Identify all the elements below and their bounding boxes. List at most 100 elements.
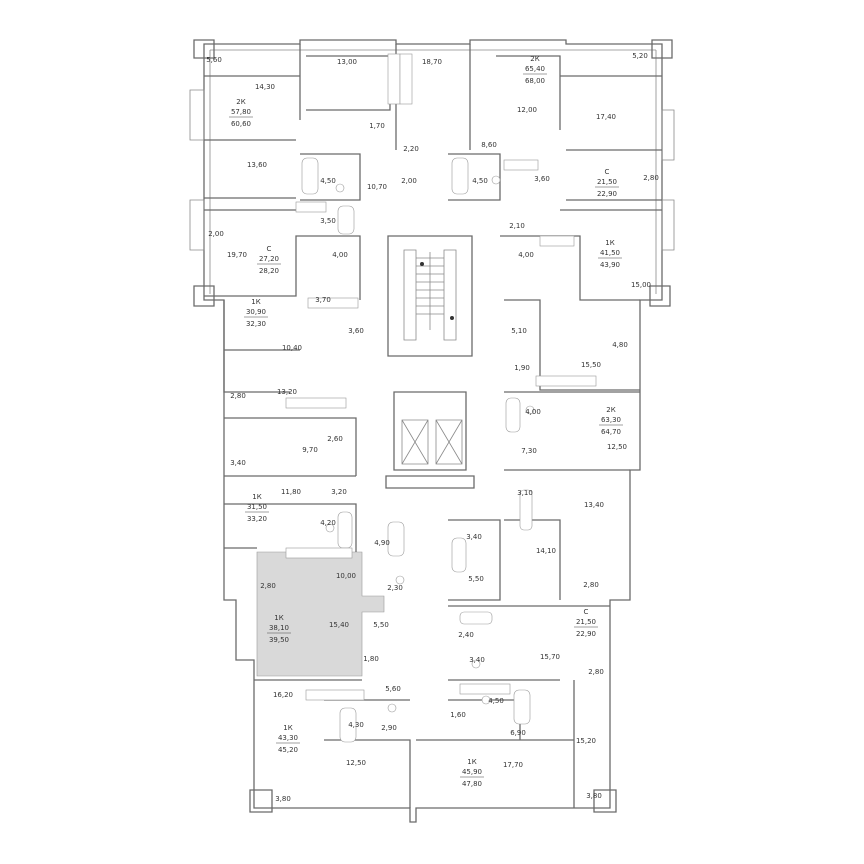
room-area-label: 13,00: [337, 58, 357, 66]
room-area-label: 5,60: [206, 56, 222, 64]
room-area-label: 2,80: [643, 174, 659, 182]
room-area-label: 15,70: [540, 653, 560, 661]
apartment-total: 33,20: [247, 515, 267, 523]
room-area-label: 3,40: [466, 533, 482, 541]
apartment-type: 2К: [530, 55, 539, 63]
room-area-label: 2,60: [327, 435, 343, 443]
room-area-label: 15,00: [631, 281, 651, 289]
apartment-living: 43,30: [278, 734, 298, 742]
room-area-label: 2,20: [403, 145, 419, 153]
apartment-type: 2К: [606, 406, 615, 414]
apartment-type: 1К: [251, 298, 260, 306]
room-area-label: 19,70: [227, 251, 247, 259]
room-area-label: 3,80: [586, 792, 602, 800]
apartment-label[interactable]: 2К 65,40 68,00: [523, 55, 547, 85]
room-area-label: 4,20: [320, 519, 336, 527]
room-area-label: 7,30: [521, 447, 537, 455]
apartment-label[interactable]: С 21,50 22,90: [595, 168, 619, 198]
apartment-label[interactable]: 1К 38,10 39,50: [267, 614, 291, 644]
room-area-label: 2,80: [260, 582, 276, 590]
apartment-living: 41,50: [600, 249, 620, 257]
apartment-total: 28,20: [259, 267, 279, 275]
room-area-label: 13,40: [584, 501, 604, 509]
selected-apartment-highlight[interactable]: [256, 551, 385, 677]
room-area-label: 2,30: [387, 584, 403, 592]
apartment-total: 22,90: [597, 190, 617, 198]
room-area-label: 4,00: [332, 251, 348, 259]
room-area-label: 1,80: [363, 655, 379, 663]
apartment-type: 1К: [283, 724, 292, 732]
apartment-living: 21,50: [597, 178, 617, 186]
apartment-living: 57,80: [231, 108, 251, 116]
room-area-label: 4,50: [488, 697, 504, 705]
apartment-label[interactable]: 2К 63,30 64,70: [599, 406, 623, 436]
room-area-label: 3,50: [320, 217, 336, 225]
room-area-label: 12,00: [517, 106, 537, 114]
room-area-label: 5,10: [511, 327, 527, 335]
room-area-label: 2,10: [509, 222, 525, 230]
room-area-label: 4,90: [374, 539, 390, 547]
room-area-label: 2,80: [230, 392, 246, 400]
room-area-label: 8,60: [481, 141, 497, 149]
interior-walls: [204, 44, 662, 808]
apartment-type: 2К: [236, 98, 245, 106]
building-outline: [189, 39, 675, 823]
room-area-label: 12,50: [346, 759, 366, 767]
apartment-type: С: [267, 245, 272, 253]
apartment-living: 30,90: [246, 308, 266, 316]
room-area-label: 4,50: [320, 177, 336, 185]
room-area-label: 17,70: [503, 761, 523, 769]
room-area-label: 2,80: [583, 581, 599, 589]
apartment-living: 27,20: [259, 255, 279, 263]
apartment-living: 21,50: [576, 618, 596, 626]
apartment-labels: 2К57,8060,602К65,4068,00С21,5022,90С27,2…: [229, 55, 623, 788]
apartment-type: С: [584, 608, 589, 616]
room-area-label: 9,70: [302, 446, 318, 454]
apartment-total: 43,90: [600, 261, 620, 269]
room-area-label: 1,60: [450, 711, 466, 719]
room-area-label: 3,40: [469, 656, 485, 664]
apartment-living: 38,10: [269, 624, 289, 632]
apartment-label[interactable]: С 27,20 28,20: [257, 245, 281, 275]
room-area-label: 6,90: [510, 729, 526, 737]
room-area-label: 3,60: [534, 175, 550, 183]
room-area-label: 2,80: [588, 668, 604, 676]
apartment-label[interactable]: 1К 41,50 43,90: [598, 239, 622, 269]
room-area-label: 15,50: [581, 361, 601, 369]
room-area-label: 3,40: [230, 459, 246, 467]
room-area-label: 2,90: [381, 724, 397, 732]
apartment-total: 39,50: [269, 636, 289, 644]
room-area-label: 16,20: [273, 691, 293, 699]
apartment-living: 63,30: [601, 416, 621, 424]
room-area-label: 2,00: [401, 177, 417, 185]
apartment-type: 1К: [274, 614, 283, 622]
room-area-label: 15,40: [329, 621, 349, 629]
room-area-label: 1,90: [514, 364, 530, 372]
room-area-label: 12,50: [607, 443, 627, 451]
apartment-total: 32,30: [246, 320, 266, 328]
apartment-total: 64,70: [601, 428, 621, 436]
apartment-type: 1К: [605, 239, 614, 247]
room-area-label: 14,30: [255, 83, 275, 91]
apartment-label[interactable]: 1К 30,90 32,30: [244, 298, 268, 328]
room-area-label: 10,40: [282, 344, 302, 352]
room-area-label: 18,70: [422, 58, 442, 66]
room-area-label: 3,70: [315, 296, 331, 304]
apartment-type: 1К: [252, 493, 261, 501]
room-area-label: 2,40: [458, 631, 474, 639]
core-stair-elevators: [385, 235, 475, 489]
apartment-living: 65,40: [525, 65, 545, 73]
apartment-type: С: [605, 168, 610, 176]
room-area-label: 4,50: [472, 177, 488, 185]
apartment-total: 68,00: [525, 77, 545, 85]
room-area-label: 10,70: [367, 183, 387, 191]
room-area-label: 15,20: [576, 737, 596, 745]
room-area-label: 17,40: [596, 113, 616, 121]
room-area-label: 14,10: [536, 547, 556, 555]
